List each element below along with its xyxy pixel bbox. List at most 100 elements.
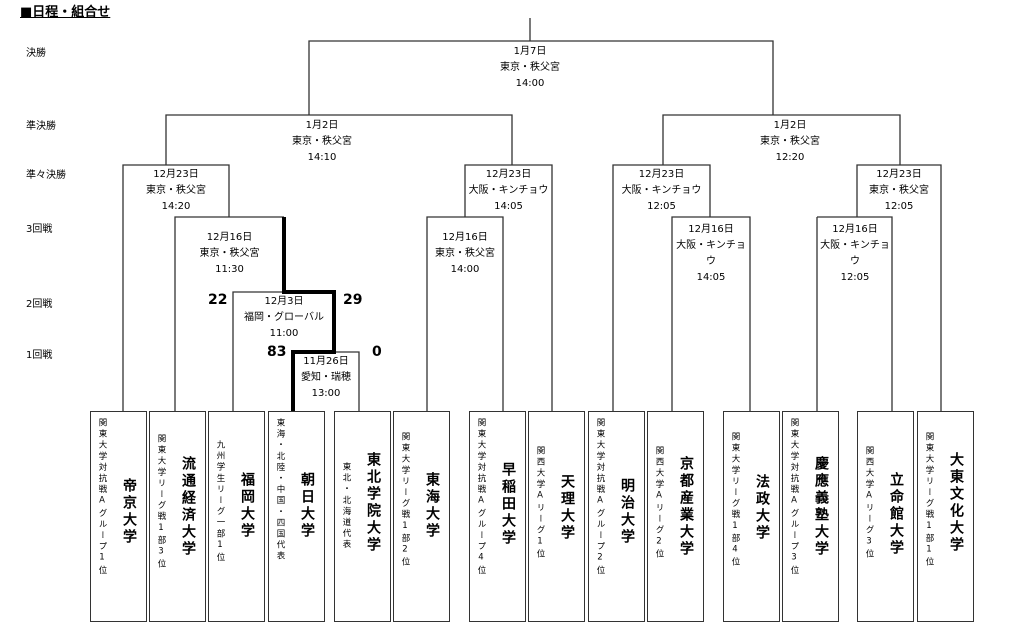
- match-qf1: 12月23日 東京・秩父宮 14:20: [120, 167, 232, 215]
- match-r2-1: 12月3日 福岡・グローバル 11:00: [235, 294, 333, 342]
- match-semi-right: 1月2日 東京・秩父宮 12:20: [730, 118, 850, 166]
- match-venue: 東京・秩父宮: [435, 248, 495, 259]
- score-r1-left: 83: [267, 344, 287, 360]
- match-time: 12:05: [884, 201, 914, 212]
- match-r3-3: 12月16日 大阪・キンチョウ 14:05: [674, 222, 748, 286]
- match-date: 12月23日: [638, 169, 685, 180]
- bracket-r1-1: [326, 351, 360, 411]
- team-box: 関東大学リーグ戦1部2位 東海大学: [393, 411, 450, 622]
- match-venue: 東京・秩父宮: [760, 136, 820, 147]
- team-box: 東北・北海道代表 東北学院大学: [334, 411, 391, 622]
- match-time: 12:05: [647, 201, 676, 212]
- team-qualifier: 関東大学対抗戦Aグループ2位: [595, 418, 605, 577]
- team-qualifier: 関東大学リーグ戦1部1位: [924, 432, 934, 569]
- match-date: 12月16日: [206, 232, 253, 243]
- bracket-semi-left: [165, 114, 513, 165]
- bracket-final: [308, 18, 774, 115]
- match-date: 1月7日: [513, 46, 547, 57]
- match-qf2: 12月23日 大阪・キンチョウ 14:05: [462, 167, 555, 215]
- match-time: 11:00: [269, 328, 299, 339]
- match-venue: 大阪・キンチョウ: [468, 185, 549, 196]
- match-r3-4: 12月16日 大阪・キンチョウ 12:05: [819, 222, 891, 286]
- team-box: 関東大学対抗戦Aグループ4位 早稲田大学: [469, 411, 526, 622]
- match-date: 12月16日: [832, 224, 878, 235]
- match-venue: 東京・秩父宮: [292, 136, 352, 147]
- match-qf4: 12月23日 東京・秩父宮 12:05: [854, 167, 944, 215]
- match-date: 1月2日: [305, 120, 339, 131]
- team-qualifier: 関東大学リーグ戦1部2位: [400, 432, 410, 569]
- match-venue: 大阪・キンチョウ: [820, 240, 890, 267]
- match-time: 12:20: [775, 152, 805, 163]
- match-venue: 大阪・キンチョウ: [621, 185, 702, 196]
- page-title: ■日程・組合せ: [20, 5, 111, 20]
- team-box: 九州学生リーグ一部1位 福岡大学: [208, 411, 265, 622]
- team-box: 関西大学Aリーグ3位 立命館大学: [857, 411, 914, 622]
- bracket-qf4: [856, 164, 942, 411]
- match-time: 12:05: [840, 272, 870, 283]
- bracket-qf3: [612, 164, 711, 411]
- team-name: 流通経済大学: [180, 456, 196, 558]
- team-name: 明治大学: [619, 478, 635, 546]
- team-name: 朝日大学: [299, 472, 315, 540]
- match-venue: 大阪・キンチョウ: [676, 240, 746, 267]
- team-qualifier: 東海・北陸・中国・四国代表: [275, 418, 285, 563]
- match-semi-left: 1月2日 東京・秩父宮 14:10: [262, 118, 382, 166]
- match-time: 14:10: [307, 152, 337, 163]
- bracket-qf2: [464, 164, 553, 411]
- team-name: 帝京大学: [121, 478, 137, 546]
- team-qualifier: 関西大学Aリーグ3位: [864, 446, 874, 560]
- match-time: 11:30: [215, 264, 244, 275]
- match-date: 12月23日: [485, 169, 532, 180]
- team-name: 東海大学: [424, 472, 440, 540]
- team-qualifier: 関東大学リーグ戦1部4位: [730, 432, 740, 569]
- match-final: 1月7日 東京・秩父宮 14:00: [470, 44, 590, 92]
- bracket-semi-right: [662, 114, 901, 165]
- match-date: 12月16日: [688, 224, 734, 235]
- bracket-winner-path: [282, 217, 336, 411]
- team-qualifier: 関東大学対抗戦Aグループ4位: [476, 418, 486, 577]
- bracket-r3-3: [671, 216, 751, 411]
- team-name: 大東文化大学: [948, 452, 964, 554]
- match-venue: 東京・秩父宮: [869, 185, 929, 196]
- team-name: 京都産業大学: [678, 456, 694, 558]
- team-box: 関東大学対抗戦Aグループ1位 帝京大学: [90, 411, 147, 622]
- team-qualifier: 東北・北海道代表: [341, 462, 351, 551]
- team-qualifier: 関東大学対抗戦Aグループ1位: [97, 418, 107, 577]
- team-box: 関東大学リーグ戦1部3位 流通経済大学: [149, 411, 206, 622]
- match-time: 14:00: [515, 78, 545, 89]
- match-date: 12月3日: [264, 296, 304, 307]
- match-venue: 東京・秩父宮: [146, 185, 206, 196]
- match-time: 14:20: [161, 201, 191, 212]
- team-name: 慶應義塾大学: [813, 456, 829, 558]
- round-label-final: 決勝: [26, 48, 46, 59]
- match-venue: 東京・秩父宮: [199, 248, 260, 259]
- team-name: 立命館大学: [888, 472, 904, 557]
- team-name: 東北学院大学: [365, 452, 381, 554]
- team-name: 天理大学: [559, 474, 575, 542]
- team-box: 関東大学リーグ戦1部1位 大東文化大学: [917, 411, 974, 622]
- round-label-round2: 2回戦: [26, 299, 53, 310]
- team-box: 関西大学Aリーグ2位 京都産業大学: [647, 411, 704, 622]
- team-box: 関東大学対抗戦Aグループ3位 慶應義塾大学: [782, 411, 839, 622]
- match-r3-2: 12月16日 東京・秩父宮 14:00: [427, 230, 503, 278]
- match-date: 12月23日: [876, 169, 922, 180]
- match-date: 1月2日: [773, 120, 807, 131]
- match-venue: 東京・秩父宮: [500, 62, 560, 73]
- match-venue: 福岡・グローバル: [244, 312, 324, 323]
- team-qualifier: 関西大学Aリーグ1位: [535, 446, 545, 560]
- score-r2-left: 22: [208, 292, 228, 308]
- team-box: 関西大学Aリーグ1位 天理大学: [528, 411, 585, 622]
- round-label-round1: 1回戦: [26, 350, 53, 361]
- team-name: 早稲田大学: [500, 462, 516, 547]
- bracket-qf1: [122, 164, 230, 411]
- bracket-r2-1: [232, 291, 286, 411]
- team-name: 法政大学: [754, 474, 770, 542]
- round-label-quarterfinal: 準々決勝: [26, 170, 66, 181]
- match-venue: 愛知・瑞穂: [301, 372, 351, 383]
- match-date: 12月16日: [442, 232, 488, 243]
- match-time: 14:05: [696, 272, 726, 283]
- team-name: 福岡大学: [239, 472, 255, 540]
- team-qualifier: 関西大学Aリーグ2位: [654, 446, 664, 560]
- score-r2-right: 29: [343, 292, 363, 308]
